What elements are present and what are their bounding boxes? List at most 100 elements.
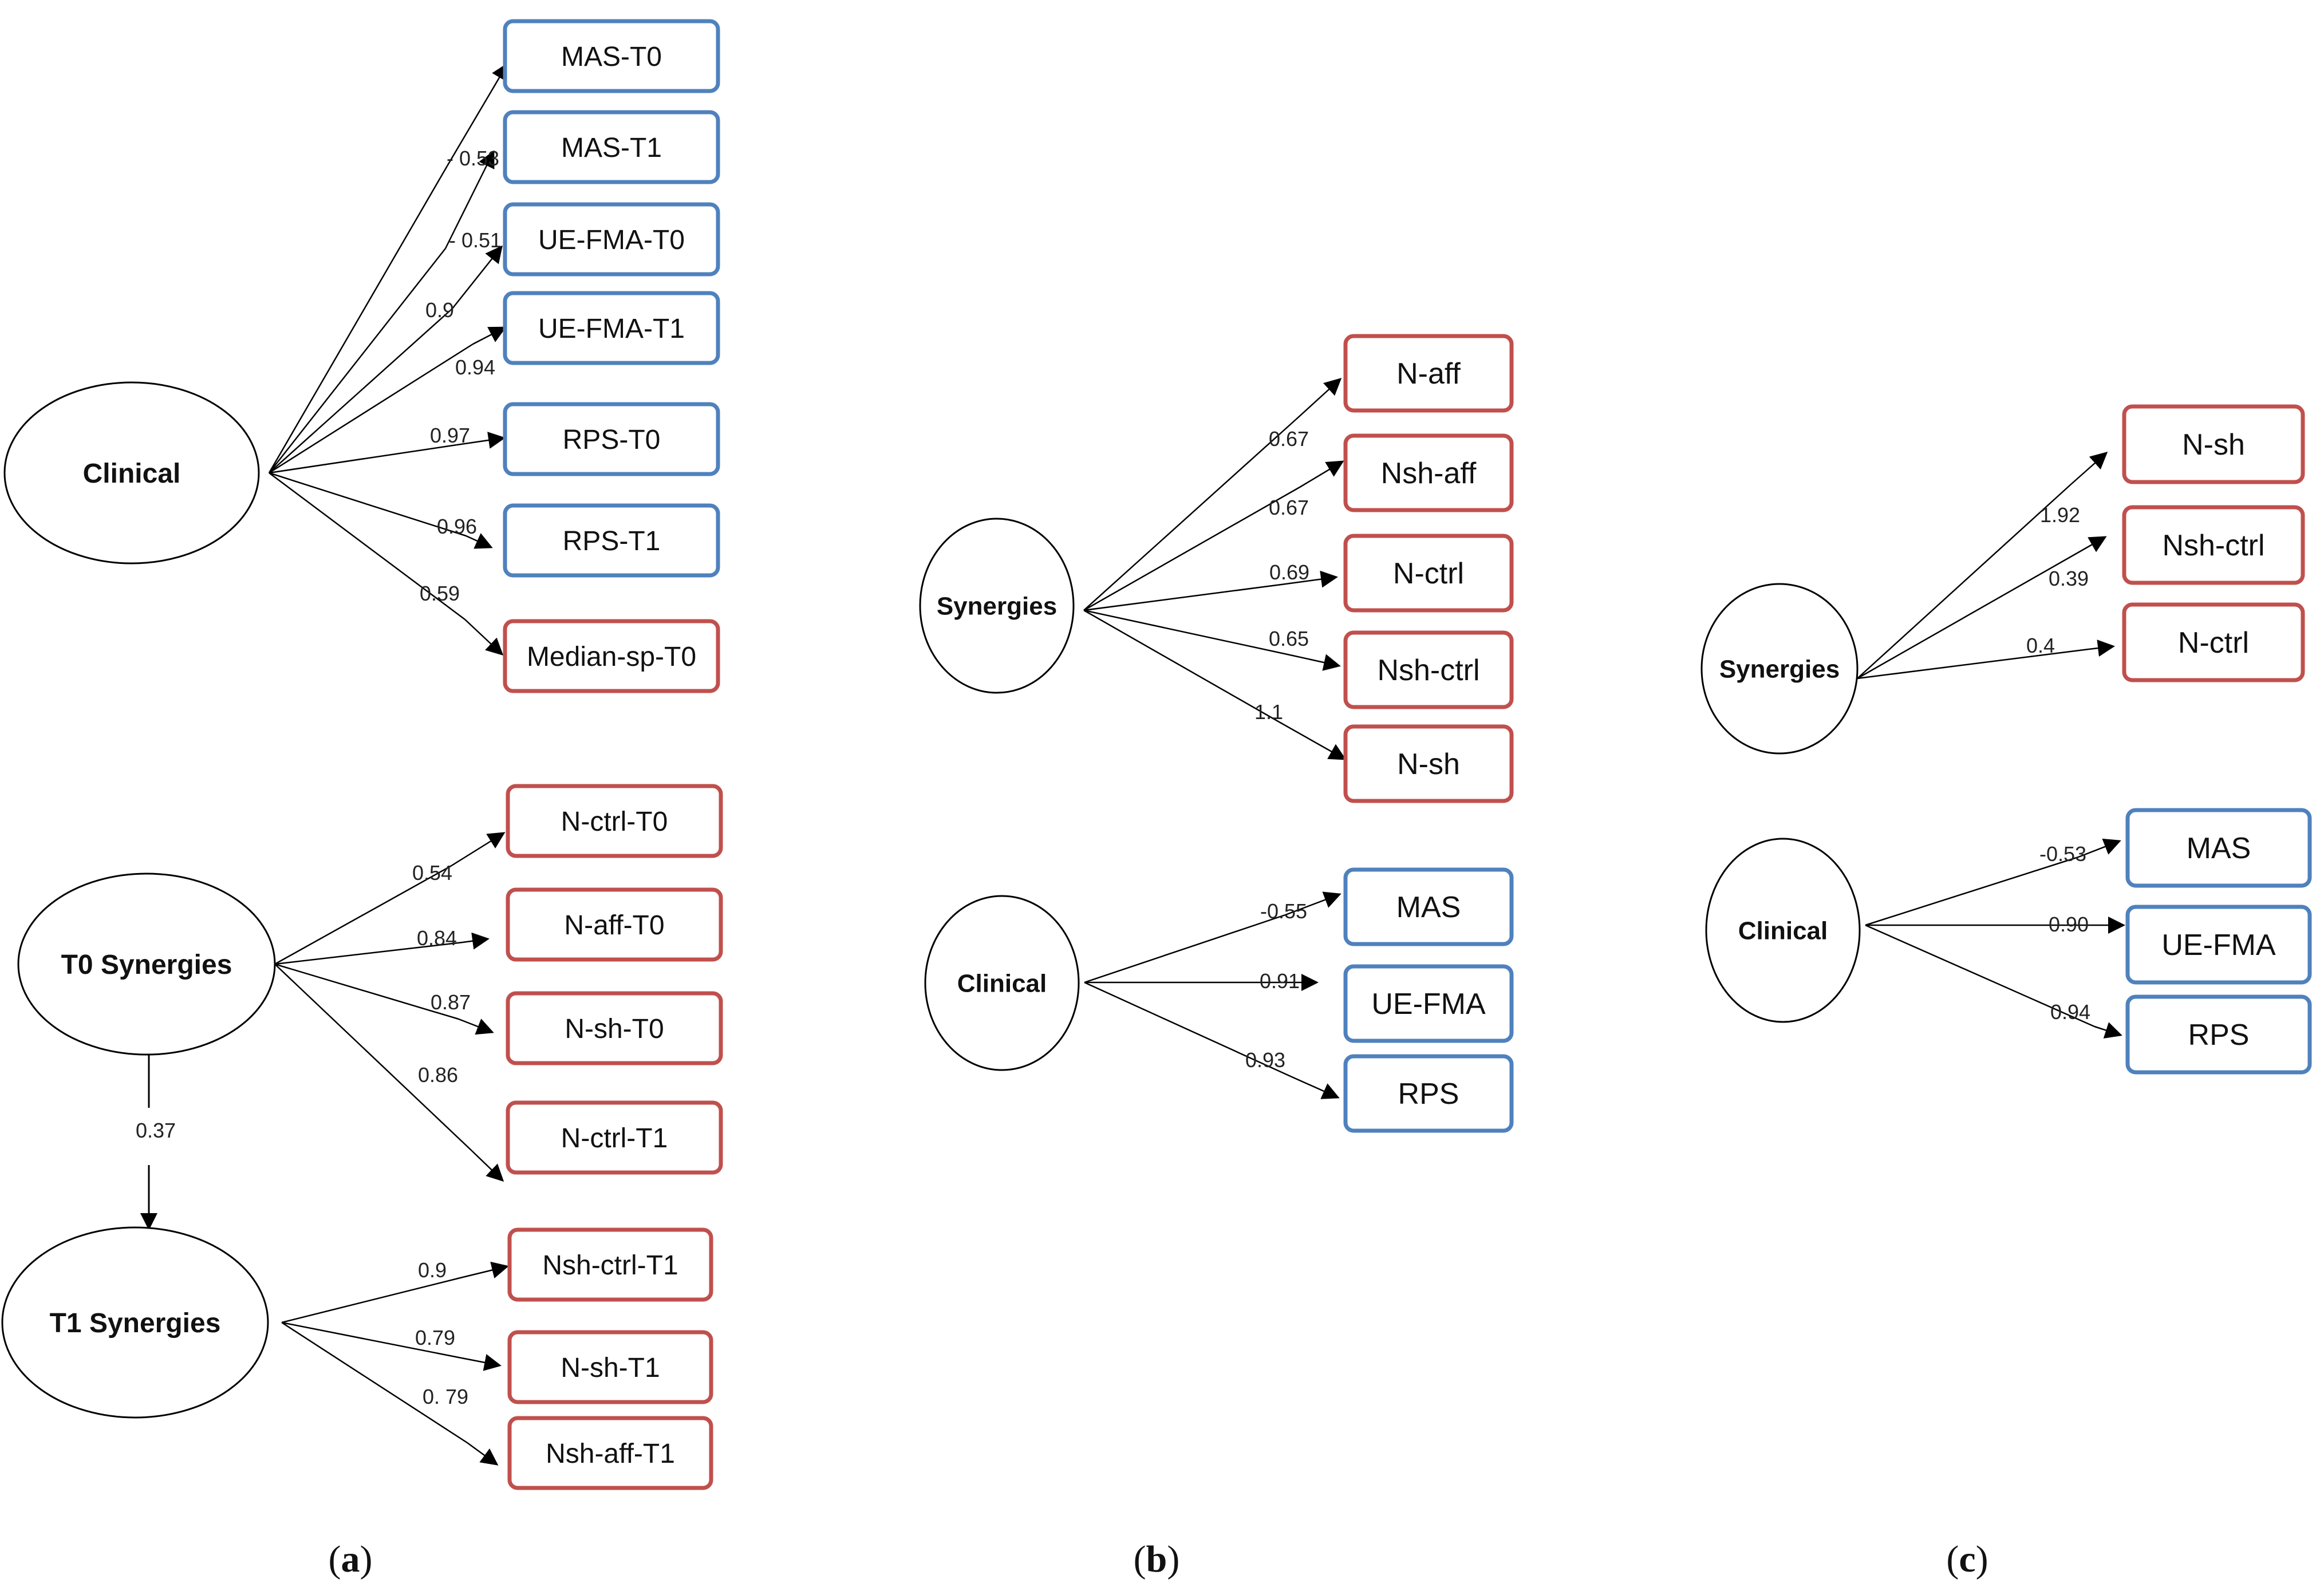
panel-b-n-sh-path-line [1083, 609, 1280, 723]
panel-c-mas-coefficient: -0.53 [2039, 842, 2086, 866]
panel-c-ue-fma-coefficient: 0.90 [2049, 913, 2089, 936]
panel-b-nsh-aff-coefficient: 0.67 [1269, 496, 1309, 519]
panel-a-n-aff-t0-coefficient: 0.84 [417, 926, 457, 950]
panel-b-nsh-aff-arrow [1299, 460, 1344, 488]
panel-a-mas-t1-label: MAS-T1 [561, 133, 662, 163]
panel-a-ue-fma-t0-arrow [452, 245, 503, 309]
panel-a-nsh-aff-t1-box [507, 1416, 713, 1490]
panel-a-rps-t0-label: RPS-T0 [563, 425, 661, 455]
panel-c-nsh-ctrl-path-line [1857, 552, 2078, 680]
panel-a-t0-synergies-label: T0 Synergies [61, 950, 232, 980]
panel-b-nsh-aff-path-line [1083, 486, 1300, 611]
panel-a-ue-fma-t0-label: UE-FMA-T0 [538, 225, 685, 255]
panel-a-rps-t0-path-line [269, 444, 457, 474]
panel-a-n-ctrl-t1-coefficient: 0.86 [418, 1063, 458, 1087]
panel-b-n-sh-coefficient: 1.1 [1254, 700, 1283, 724]
panel-a-median-sp-t0-coefficient: 0.59 [420, 582, 460, 605]
panel-b-clinical-ellipse [924, 895, 1080, 1071]
panel-b-n-aff-box [1343, 334, 1514, 413]
panel-b-n-ctrl-box [1343, 534, 1514, 613]
panel-a-mas-t0-label: MAS-T0 [561, 42, 662, 72]
panel-a-mas-t1-arrow [444, 150, 495, 249]
panel-a-nsh-aff-t1-arrow [467, 1442, 499, 1466]
panel-a-n-sh-t1-box [507, 1330, 713, 1404]
panel-b-nsh-ctrl-label: Nsh-ctrl [1377, 654, 1479, 687]
panel-b-n-ctrl-path-line [1083, 583, 1282, 611]
panel-a-rps-t1-label: RPS-T1 [563, 526, 661, 556]
panel-a-mas-t0-coefficient: - 0.53 [447, 147, 499, 170]
panel-a-rps-t0-coefficient: 0.97 [430, 424, 470, 447]
panel-c-nsh-ctrl-coefficient: 0.39 [2049, 567, 2089, 590]
panel-a-nsh-ctrl-t1-path-line [281, 1276, 463, 1324]
panel-a-n-aff-t0-arrow [462, 932, 490, 950]
panel-a-n-sh-t0-coefficient: 0.87 [431, 990, 471, 1014]
panel-b-n-ctrl-label: N-ctrl [1393, 557, 1464, 590]
panel-c-synergies-label: Synergies [1719, 655, 1840, 683]
panel-b-clinical-label: Clinical [957, 969, 1047, 997]
panel-b-n-aff-coefficient: 0.67 [1269, 427, 1309, 451]
panel-c-nsh-ctrl-arrow [2077, 536, 2107, 554]
panel-a-clinical-ellipse [3, 381, 260, 564]
panel-a-n-aff-t0-path-line [274, 941, 463, 965]
panel-b-ue-fma-label: UE-FMA [1371, 988, 1486, 1021]
panel-a-n-sh-t1-coefficient: 0.79 [415, 1326, 455, 1349]
panel-a-rps-t1-box [503, 503, 720, 578]
panel-c-rps-arrow [2094, 1022, 2122, 1039]
panel-a-n-sh-t1-label: N-sh-T1 [561, 1353, 660, 1383]
panel-c-nsh-ctrl-box [2122, 505, 2305, 585]
panel-a-n-sh-t1-path-line [281, 1321, 462, 1359]
panel-b-ue-fma-coefficient: 0.91 [1260, 969, 1300, 993]
panel-c-mas-arrow [2078, 838, 2121, 858]
panel-b-nsh-aff-label: Nsh-aff [1381, 457, 1477, 490]
panel-b-n-sh-label: N-sh [1397, 748, 1460, 781]
panel-b-n-aff-arrow [1295, 377, 1342, 420]
panel-c-mas-path-line [1865, 856, 2079, 926]
panel-a-median-sp-t0-box [503, 619, 720, 693]
panel-a-n-aff-t0-label: N-aff-T0 [564, 910, 664, 941]
panel-a-ue-fma-t1-box [503, 291, 720, 365]
panel-a-n-sh-t0-box [506, 991, 723, 1065]
panel-c-n-sh-arrow [2070, 452, 2108, 485]
panel-a-median-sp-t0-label: Median-sp-T0 [527, 642, 696, 672]
panel-b-mas-label: MAS [1396, 891, 1461, 924]
panel-a-t0-synergies-ellipse [17, 873, 276, 1056]
panel-a-n-ctrl-t0-coefficient: 0.54 [412, 861, 452, 885]
panel-c-rps-label: RPS [2188, 1018, 2250, 1052]
panel-a-n-ctrl-t1-path-line [274, 964, 472, 1151]
panel-a-t1-synergies-label: T1 Synergies [50, 1308, 221, 1339]
panel-b-mas-path-line [1084, 914, 1286, 984]
panel-a-nsh-aff-t1-label: Nsh-aff-T1 [546, 1439, 675, 1469]
panel-c-synergies-ellipse [1700, 583, 1859, 755]
panel-b-n-ctrl-coefficient: 0.69 [1269, 560, 1309, 584]
panel-b-nsh-ctrl-path-line [1083, 609, 1291, 656]
panel-a-ue-fma-t1-label: UE-FMA-T1 [538, 314, 685, 344]
panel-caption-c: (c) [1946, 1538, 1988, 1580]
panel-a-rps-t1-coefficient: 0.96 [437, 515, 477, 538]
panel-b-synergies-ellipse [919, 518, 1075, 694]
panel-b-rps-arrow [1290, 1075, 1340, 1099]
panel-b-n-sh-arrow [1279, 721, 1347, 760]
panel-a-nsh-aff-t1-path-line [281, 1321, 468, 1444]
panel-a-nsh-ctrl-t1-label: Nsh-ctrl-T1 [542, 1250, 678, 1281]
correlation-coefficient: 0.37 [136, 1119, 176, 1142]
panel-c-n-sh-label: N-sh [2182, 428, 2245, 461]
panel-a-n-ctrl-t1-box [506, 1100, 723, 1175]
panel-a-nsh-ctrl-t1-coefficient: 0.9 [418, 1258, 447, 1282]
panel-a-n-ctrl-t0-label: N-ctrl-T0 [561, 807, 668, 837]
panel-a-n-ctrl-t0-path-line [274, 865, 451, 965]
panel-a-t1-synergies-ellipse [1, 1226, 269, 1419]
panel-b-nsh-aff-box [1343, 433, 1514, 512]
panel-c-n-ctrl-box [2122, 602, 2305, 682]
panel-a-clinical-label: Clinical [83, 459, 181, 489]
panel-a-ue-fma-t1-coefficient: 0.94 [455, 356, 495, 379]
panel-a-n-sh-t0-arrow [458, 1018, 494, 1035]
panel-a-mas-t0-path-line [268, 165, 448, 473]
panel-c-n-sh-coefficient: 1.92 [2040, 503, 2080, 527]
panel-a-mas-t1-path-line [269, 248, 446, 473]
panel-a-median-sp-t0-arrow [464, 619, 504, 656]
panel-a-mas-t0-arrow [446, 62, 508, 167]
panel-b-ue-fma-box [1343, 964, 1514, 1043]
panel-c-nsh-ctrl-label: Nsh-ctrl [2162, 529, 2264, 562]
panel-c-ue-fma-label: UE-FMA [2161, 929, 2276, 962]
